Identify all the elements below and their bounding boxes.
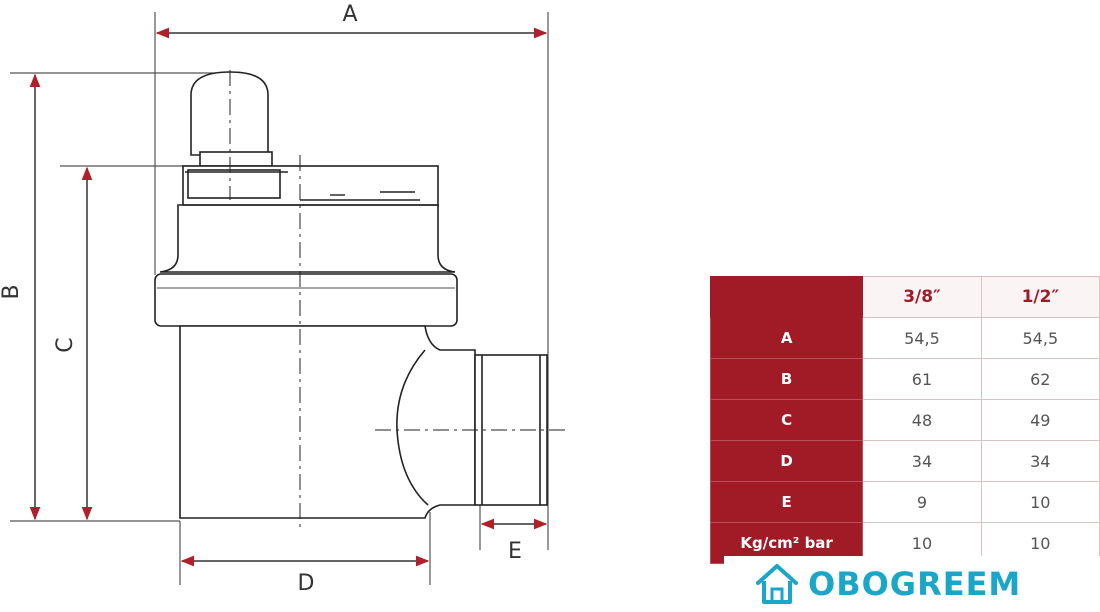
dimension-b-label: B: [0, 284, 24, 299]
table-cell: 10: [980, 481, 1100, 523]
row-label: D: [709, 440, 864, 482]
house-logo-icon: [756, 564, 798, 604]
table-cell: 49: [980, 399, 1100, 441]
dimension-c-label: C: [53, 337, 78, 352]
technical-drawing: A B C D E: [0, 2, 565, 596]
table-row: C 48 49: [709, 399, 1100, 441]
brand-name: OBOGREEM: [808, 565, 1022, 603]
column-header: 1/2″: [980, 276, 1100, 318]
row-label: E: [709, 481, 864, 523]
table-cell: 61: [862, 358, 982, 400]
table-cell: 54,5: [862, 317, 982, 359]
spec-table: 3/8″ 1/2″ A 54,5 54,5 B 61 62 C 48 49 D …: [709, 276, 1100, 564]
table-corner: [709, 276, 864, 318]
row-label: B: [709, 358, 864, 400]
table-cell: 9: [862, 481, 982, 523]
table-header-row: 3/8″ 1/2″: [709, 276, 1100, 318]
table-row: B 61 62: [709, 358, 1100, 400]
dimension-a-label: A: [342, 2, 357, 27]
table-row: D 34 34: [709, 440, 1100, 482]
table-row: Kg/cm² bar 10 10: [709, 522, 1100, 564]
air-vent-valve: [154, 71, 548, 519]
table-cell: 48: [862, 399, 982, 441]
table-cell: 54,5: [980, 317, 1100, 359]
table-cell: 34: [980, 440, 1100, 482]
row-label: A: [709, 317, 864, 359]
column-header: 3/8″: [862, 276, 982, 318]
table-cell: 34: [862, 440, 982, 482]
brand-logo: OBOGREEM: [724, 556, 1100, 612]
dimension-e-label: E: [508, 539, 522, 564]
dimension-d-label: D: [298, 571, 315, 596]
table-row: E 9 10: [709, 481, 1100, 523]
table-row: A 54,5 54,5: [709, 317, 1100, 359]
row-label: C: [709, 399, 864, 441]
table-cell: 62: [980, 358, 1100, 400]
